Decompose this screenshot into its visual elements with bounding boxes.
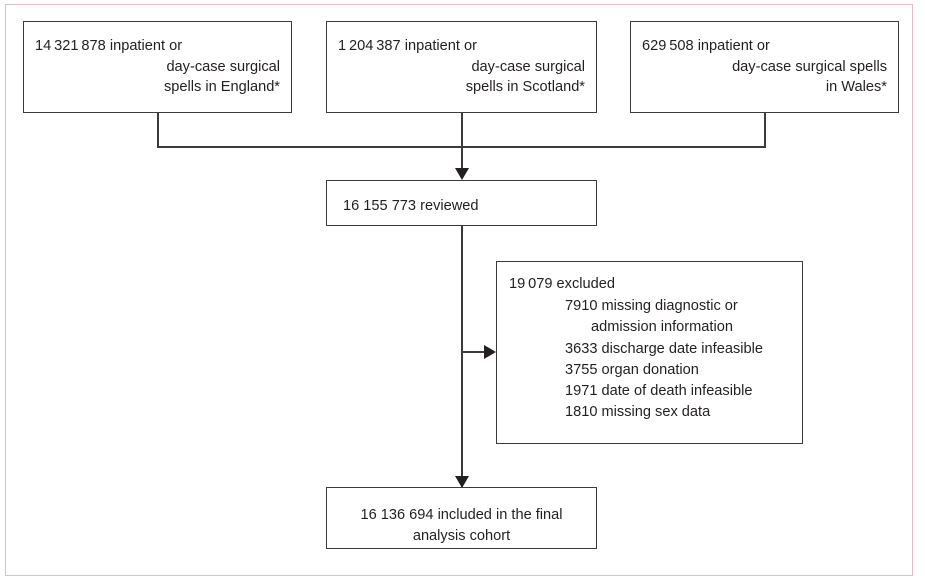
excluded-reason-sub: admission information — [591, 319, 733, 336]
excluded-reason-label: 1810 missing sex data — [565, 404, 711, 421]
source-england-line1: 14 321 878 inpatient or — [35, 38, 183, 54]
connector-spine-to-excluded — [461, 351, 488, 353]
source-box-wales: 629 508 inpatient or day-case surgical s… — [630, 21, 899, 113]
excluded-reason-item: 1810 missing sex data — [509, 402, 792, 423]
excluded-reason-item: 3755 organ donation — [509, 360, 792, 381]
excluded-reason-label: 7910 missing diagnostic or — [565, 298, 738, 315]
source-wales-line1: 629 508 inpatient or — [642, 38, 770, 54]
final-cohort-box: 16 136 694 included in the final analysi… — [326, 487, 597, 549]
final-cohort-line2: analysis cohort — [412, 527, 511, 544]
source-england-line2: day-case surgical — [166, 58, 280, 75]
arrowhead-to-final-icon — [454, 476, 469, 488]
excluded-reason-item: 7910 missing diagnostic or admission inf… — [509, 296, 792, 338]
source-scotland-line2: day-case surgical — [471, 58, 585, 75]
excluded-box: 19 079 excluded 7910 missing diagnostic … — [496, 261, 803, 444]
excluded-reason-item: 1971 date of death infeasible — [509, 381, 792, 402]
reviewed-box: 16 155 773 reviewed — [326, 180, 597, 226]
excluded-reason-label: 1971 date of death infeasible — [565, 383, 753, 400]
source-wales-line2: day-case surgical spells — [732, 58, 887, 75]
connector-reviewed-to-final — [461, 226, 463, 488]
excluded-reason-list: 7910 missing diagnostic or admission inf… — [509, 296, 792, 423]
connector-england-stub — [157, 113, 159, 147]
arrowhead-to-reviewed-icon — [454, 168, 469, 180]
source-box-england: 14 321 878 inpatient or day-case surgica… — [23, 21, 292, 113]
excluded-reason-item: 3633 discharge date infeasible — [509, 339, 792, 360]
connector-scotland-stub — [461, 113, 463, 147]
excluded-heading: 19 079 excluded — [509, 276, 615, 292]
connector-wales-stub — [764, 113, 766, 147]
source-england-line3: spells in England* — [163, 79, 280, 96]
source-scotland-line1: 1 204 387 inpatient or — [338, 38, 477, 54]
final-cohort-line1: 16 136 694 included in the final — [360, 507, 563, 523]
excluded-reason-label: 3755 organ donation — [565, 361, 699, 378]
arrowhead-to-excluded-icon — [484, 344, 496, 359]
reviewed-label: 16 155 773 reviewed — [343, 198, 479, 214]
source-scotland-line3: spells in Scotland* — [465, 79, 585, 96]
source-box-scotland: 1 204 387 inpatient or day-case surgical… — [326, 21, 597, 113]
source-wales-line3: in Wales* — [825, 79, 887, 96]
excluded-reason-label: 3633 discharge date infeasible — [565, 340, 763, 357]
connector-manifold-to-reviewed — [461, 146, 463, 170]
